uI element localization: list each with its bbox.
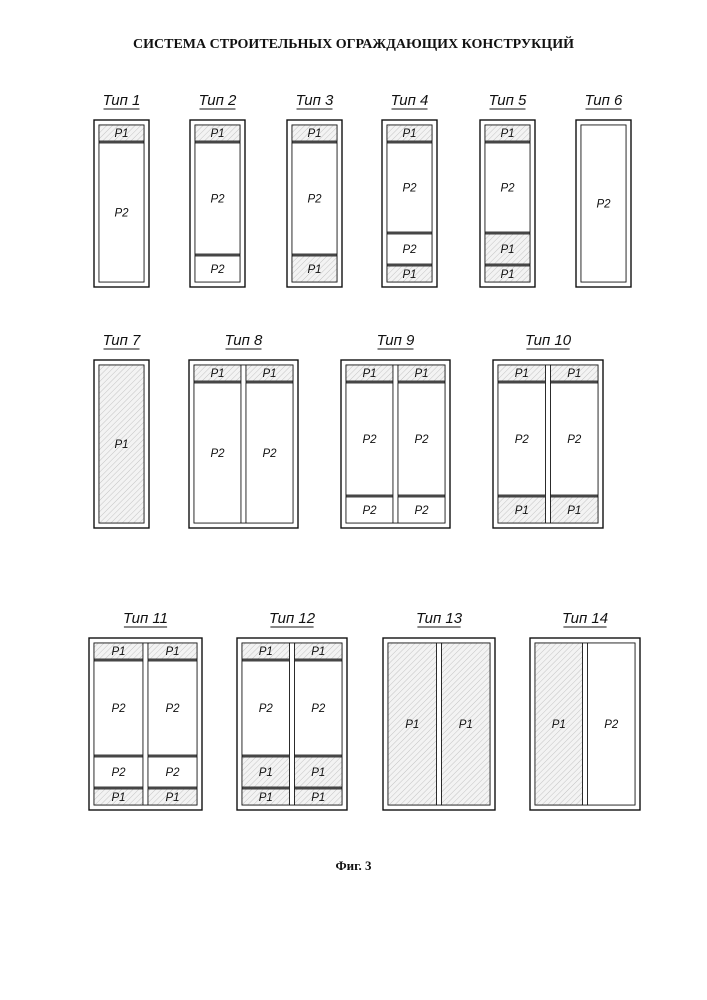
type-3-panel: Тип 3P1P2P1 [287, 92, 342, 287]
panel-label: P1 [307, 264, 321, 276]
panel-label: P1 [311, 792, 325, 804]
panel-label: P1 [500, 128, 514, 140]
type-10-panel: Тип 10P1P2P1P1P2P1 [493, 332, 603, 528]
panel-label: P1 [459, 719, 473, 731]
panel-label: P1 [114, 439, 128, 451]
panel-label: P1 [259, 767, 273, 779]
type-11-panel: Тип 11P1P2P2P1P1P2P2P1 [89, 610, 202, 810]
panel-label: P2 [311, 703, 326, 715]
type-label: Тип 4 [391, 92, 429, 109]
panel-label: P1 [515, 368, 529, 380]
panel-label: P1 [259, 792, 273, 804]
panel-label: P1 [210, 128, 224, 140]
panel-label: P2 [165, 703, 180, 715]
type-4-panel: Тип 4P1P2P2P1 [382, 92, 437, 287]
panel-label: P1 [165, 792, 179, 804]
panel-label: P2 [500, 183, 515, 195]
panel-label: P1 [111, 792, 125, 804]
panel-label: P2 [210, 194, 225, 206]
panel-label: P1 [500, 269, 514, 281]
type-label: Тип 1 [103, 92, 141, 109]
panel-label: P2 [362, 505, 377, 517]
panel-label: P1 [259, 646, 273, 658]
panel-label: P1 [311, 767, 325, 779]
panel-label: P1 [405, 719, 419, 731]
type-label: Тип 6 [585, 92, 623, 109]
panel-label: P1 [500, 244, 514, 256]
panel-label: P2 [414, 434, 429, 446]
type-label: Тип 7 [103, 332, 141, 349]
panel-label: P1 [114, 128, 128, 140]
type-13-panel: Тип 13 P1 P1 [383, 610, 495, 810]
type-label: Тип 2 [199, 92, 237, 109]
figure-caption: Фиг. 3 [0, 858, 707, 874]
type-label: Тип 3 [296, 92, 334, 109]
type-label: Тип 12 [269, 610, 316, 627]
type-5-panel: Тип 5P1P2P1P1 [480, 92, 535, 287]
panel-label: P1 [165, 646, 179, 658]
panel-label: P1 [567, 505, 581, 517]
panel-label: P1 [210, 368, 224, 380]
panel-label: P2 [362, 434, 377, 446]
type-14-panel: Тип 14 P1 P2 [530, 610, 640, 810]
panel-label: P1 [307, 128, 321, 140]
panel-label: P2 [567, 434, 582, 446]
panel-label: P1 [311, 646, 325, 658]
type-label: Тип 5 [489, 92, 527, 109]
panel-label: P1 [402, 128, 416, 140]
type-7-panel: Тип 7 P1 [94, 332, 149, 528]
panel-label: P1 [362, 368, 376, 380]
panel-label: P2 [402, 183, 417, 195]
type-2-panel: Тип 2P1P2P2 [190, 92, 245, 287]
panel-label: P2 [402, 244, 417, 256]
mullion [393, 365, 398, 523]
panel-label: P2 [259, 703, 274, 715]
type-1-panel: Тип 1 P1P2 [94, 92, 149, 287]
panel-label: P2 [414, 505, 429, 517]
panel-label: P2 [114, 208, 129, 220]
panel-label: P1 [111, 646, 125, 658]
type-label: Тип 13 [416, 610, 463, 627]
panel-label: P2 [604, 719, 619, 731]
panel-label: P2 [210, 448, 225, 460]
mullion [290, 643, 295, 805]
panel-label: P2 [596, 199, 611, 211]
mullion [143, 643, 148, 805]
panel-label: P2 [262, 448, 277, 460]
type-label: Тип 8 [225, 332, 263, 349]
panel-label: P1 [262, 368, 276, 380]
panel-label: P1 [515, 505, 529, 517]
type-12-panel: Тип 12P1P2P1P1P1P2P1P1 [237, 610, 347, 810]
type-label: Тип 14 [562, 610, 608, 627]
panel-label: P1 [552, 719, 566, 731]
mullion [583, 643, 588, 805]
panel-label: P2 [165, 767, 180, 779]
panel-label: P2 [111, 767, 126, 779]
panel-label: P2 [307, 194, 322, 206]
panel-label: P2 [210, 264, 225, 276]
mullion [437, 643, 442, 805]
panel-label: P2 [111, 703, 126, 715]
panel-label: P1 [567, 368, 581, 380]
type-9-panel: Тип 9P1P2P2P1P2P2 [341, 332, 450, 528]
panel-label: P1 [414, 368, 428, 380]
type-label: Тип 11 [123, 610, 168, 627]
mullion [546, 365, 551, 523]
mullion [241, 365, 246, 523]
type-8-panel: Тип 8 P1P2 P1P2 [189, 332, 298, 528]
type-label: Тип 10 [525, 332, 572, 349]
panel-label: P2 [515, 434, 530, 446]
type-label: Тип 9 [377, 332, 415, 349]
type-6-panel: Тип 6 P2 [576, 92, 631, 287]
panel-label: P1 [402, 269, 416, 281]
